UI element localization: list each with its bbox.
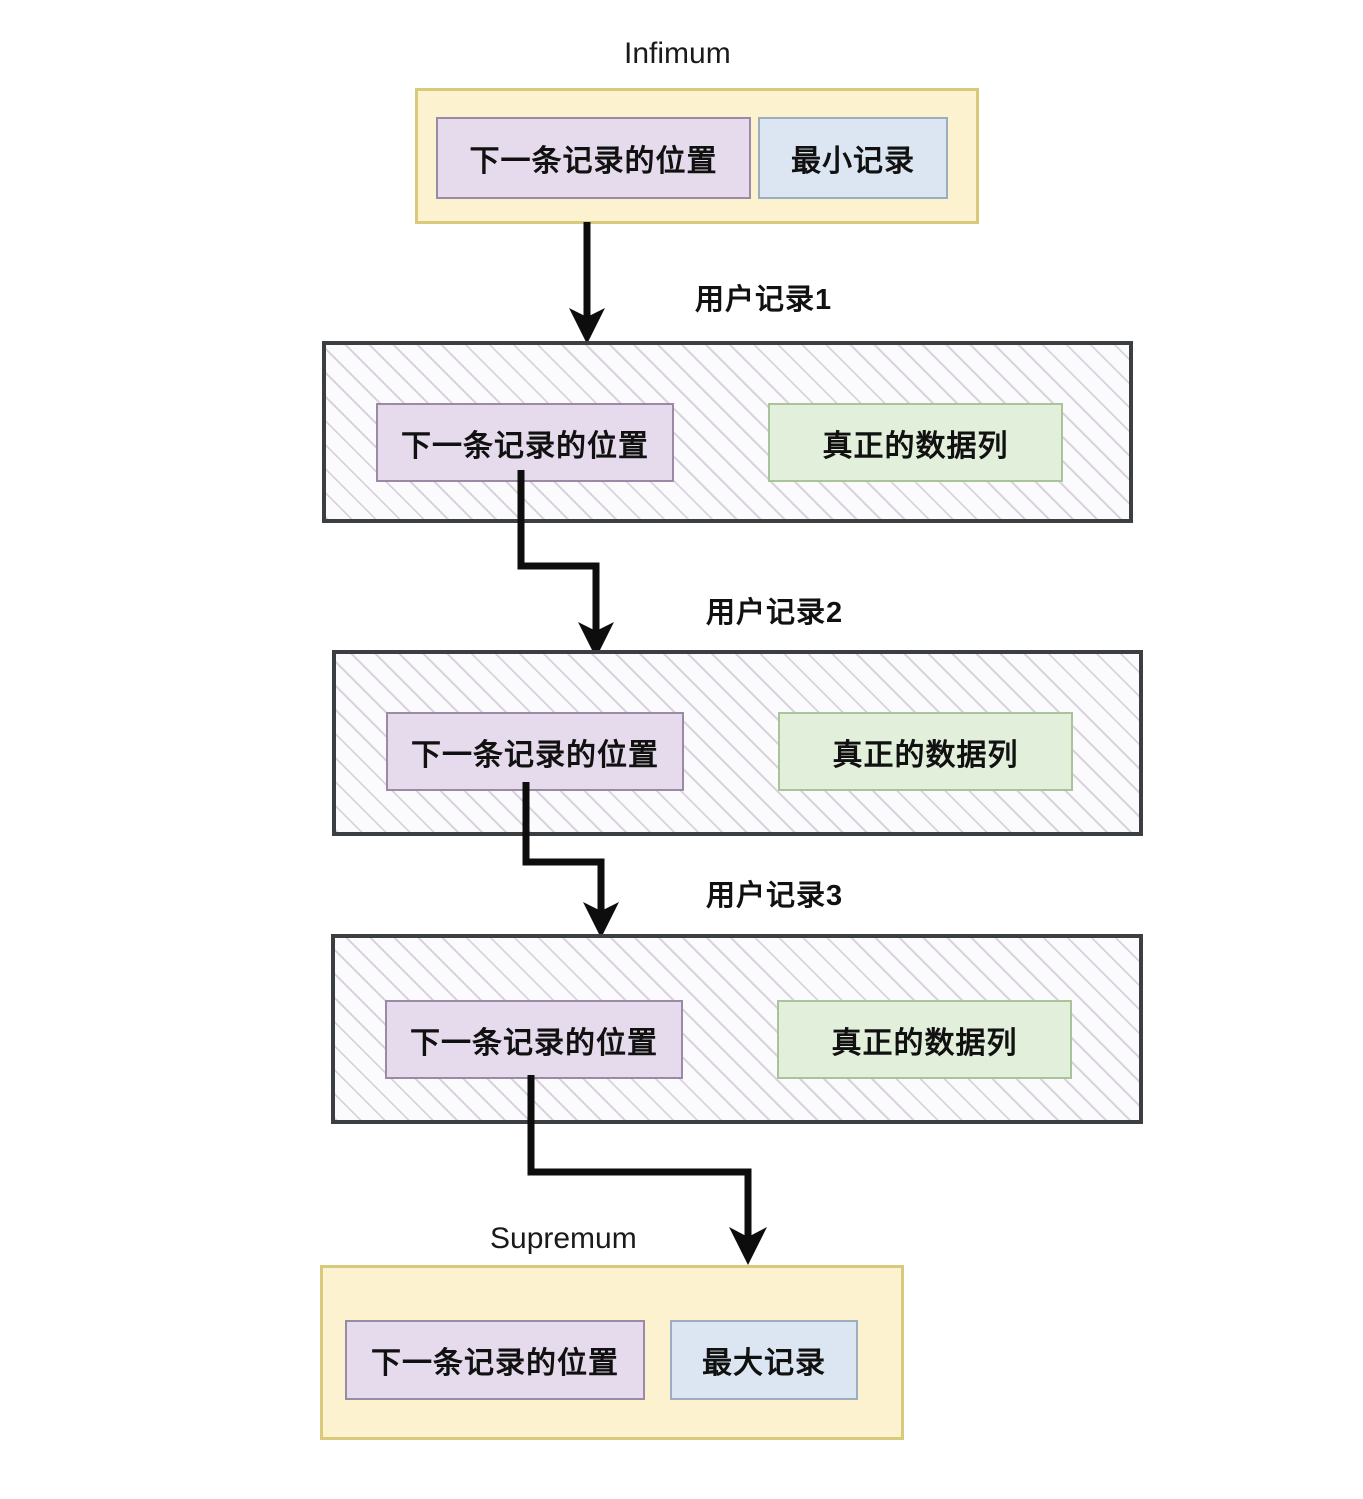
- record1-next-record-label: 下一条记录的位置: [401, 429, 649, 463]
- user-record-3-box: 下一条记录的位置 真正的数据列: [331, 934, 1143, 1124]
- record2-next-record-label: 下一条记录的位置: [411, 738, 659, 772]
- supremum-next-record-pointer-chip: 下一条记录的位置: [345, 1320, 645, 1400]
- supremum-next-record-label: 下一条记录的位置: [371, 1347, 619, 1380]
- infimum-next-record-pointer-chip: 下一条记录的位置: [436, 117, 751, 199]
- record1-title: 用户记录1: [695, 284, 833, 316]
- connector-infimum-to-record1: [556, 222, 618, 346]
- record3-next-record-pointer-chip: 下一条记录的位置: [385, 1000, 683, 1079]
- record2-real-data-chip: 真正的数据列: [778, 712, 1073, 791]
- infimum-min-record-chip: 最小记录: [758, 117, 948, 199]
- user-record-1-box: 下一条记录的位置 真正的数据列: [322, 341, 1133, 523]
- record3-real-data-chip: 真正的数据列: [777, 1000, 1072, 1079]
- infimum-min-record-label: 最小记录: [791, 145, 915, 178]
- infimum-title: Infimum: [624, 37, 731, 70]
- record1-real-data-chip: 真正的数据列: [768, 403, 1063, 482]
- record3-real-data-label: 真正的数据列: [831, 1026, 1018, 1060]
- record1-real-data-label: 真正的数据列: [822, 429, 1009, 463]
- record2-real-data-label: 真正的数据列: [832, 738, 1019, 772]
- supremum-max-record-chip: 最大记录: [670, 1320, 858, 1400]
- supremum-max-record-label: 最大记录: [702, 1347, 826, 1380]
- supremum-title: Supremum: [490, 1222, 637, 1255]
- record2-title: 用户记录2: [706, 597, 844, 629]
- record3-title: 用户记录3: [706, 880, 844, 912]
- infimum-next-record-label: 下一条记录的位置: [469, 145, 718, 178]
- supremum-record-box: 下一条记录的位置 最大记录: [320, 1265, 904, 1440]
- record1-next-record-pointer-chip: 下一条记录的位置: [376, 403, 674, 482]
- record3-next-record-label: 下一条记录的位置: [410, 1026, 658, 1060]
- record2-next-record-pointer-chip: 下一条记录的位置: [386, 712, 684, 791]
- infimum-record-box: 下一条记录的位置 最小记录: [415, 88, 979, 224]
- user-record-2-box: 下一条记录的位置 真正的数据列: [332, 650, 1143, 836]
